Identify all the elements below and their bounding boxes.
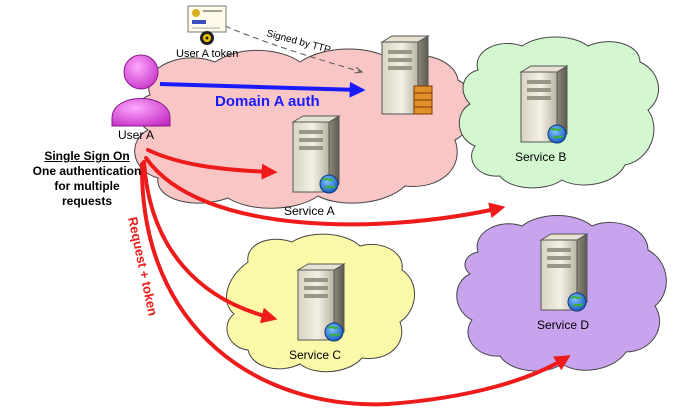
sso-line-2: for multiple: [54, 179, 120, 193]
token-certificate-icon: [187, 5, 227, 33]
token-key-icon: [200, 31, 214, 45]
user-a-label: User A: [118, 128, 155, 142]
arrow-to-service-d: [139, 162, 571, 407]
domain-a-auth-arrow: [159, 81, 366, 98]
sso-title: Single Sign On: [44, 149, 130, 163]
service-c-label: Service C: [289, 348, 342, 362]
sso-description: Single Sign On One authentication for mu…: [2, 149, 172, 209]
sso-line-1: One authentication: [32, 164, 142, 178]
service-d-label: Service D: [537, 318, 590, 332]
service-c-server-icon: [296, 263, 346, 342]
arrow-to-service-c: [142, 160, 278, 324]
request-arrows: [139, 148, 571, 407]
service-a-label: Service A: [284, 204, 335, 218]
arrow-to-service-b: [144, 156, 506, 227]
auth-server-icon: [380, 35, 433, 116]
user-a-icon: [111, 54, 171, 127]
signed-by-ttp-line: [224, 25, 362, 72]
service-a-server-icon: [291, 115, 341, 194]
service-d-server-icon: [539, 233, 589, 312]
sso-line-3: requests: [61, 194, 113, 208]
service-b-label: Service B: [515, 150, 567, 164]
domain-a-auth-label: Domain A auth: [215, 93, 320, 110]
request-token-label: Request + token: [125, 216, 161, 318]
service-b-server-icon: [519, 65, 569, 144]
token-label: User A token: [176, 48, 239, 60]
arrow-to-service-a: [146, 148, 278, 180]
